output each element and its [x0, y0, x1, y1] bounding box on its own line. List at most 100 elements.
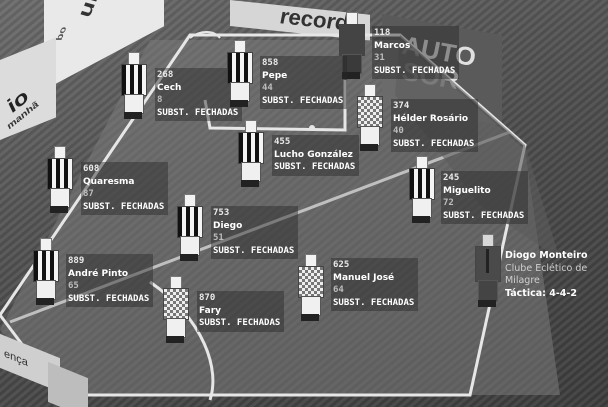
player-lucho-gonzalez[interactable] — [237, 120, 264, 190]
player-cech[interactable] — [120, 52, 147, 122]
manager-shoes — [478, 300, 496, 307]
player-status: SUBST. FECHADAS — [443, 210, 525, 221]
player-pepe[interactable] — [226, 40, 253, 110]
player-name: Hélder Rosário — [393, 113, 469, 124]
player-number: 245 — [443, 173, 460, 183]
pitch-side-shade — [395, 35, 560, 260]
player-info-diego: 753 Diego 51 SUBST. FECHADAS — [211, 206, 299, 259]
player-marcos[interactable] — [338, 12, 365, 82]
player-name: Manuel José — [333, 272, 395, 283]
player-number: 608 — [83, 164, 100, 174]
goal-arc — [189, 31, 221, 39]
player-name: Marcos — [374, 40, 411, 51]
player-boots — [412, 216, 430, 223]
player-name: Fary — [199, 305, 221, 316]
player-status: SUBST. FECHADAS — [83, 201, 165, 212]
player-manuel-jose[interactable] — [297, 254, 324, 324]
player-shirt — [409, 168, 435, 200]
penalty-spot — [309, 125, 315, 131]
player-miguelito[interactable] — [408, 156, 435, 226]
player-shirt — [33, 250, 59, 282]
player-name: Lucho González — [274, 149, 353, 160]
player-value: 40 — [393, 126, 404, 136]
player-info-marcos: 118 Marcos 31 SUBST. FECHADAS — [372, 26, 460, 79]
player-shorts — [412, 198, 432, 218]
player-boots — [342, 72, 360, 79]
player-name: Miguelito — [443, 185, 491, 196]
manager-trousers — [478, 280, 498, 302]
player-shorts — [180, 236, 200, 256]
player-name: Pepe — [262, 70, 288, 81]
player-status: SUBST. FECHADAS — [157, 107, 239, 118]
player-shirt — [238, 132, 264, 164]
player-info-lucho-gonzalez: 455 Lucho González SUBST. FECHADAS — [272, 135, 360, 176]
player-number: 858 — [262, 58, 279, 68]
player-andre-pinto[interactable] — [32, 238, 59, 308]
player-status: SUBST. FECHADAS — [274, 162, 356, 172]
player-shorts — [230, 82, 250, 102]
manager-figure[interactable] — [474, 234, 501, 307]
player-boots — [124, 112, 142, 119]
player-fary[interactable] — [162, 276, 189, 346]
player-boots — [36, 298, 54, 305]
player-shorts — [360, 126, 380, 146]
player-diego[interactable] — [176, 194, 203, 264]
manager-tactic: Táctica: 4-4-2 — [505, 287, 577, 299]
player-status: SUBST. FECHADAS — [333, 297, 415, 308]
player-status: SUBST. FECHADAS — [393, 138, 475, 149]
player-boots — [230, 100, 248, 107]
player-name: André Pinto — [68, 268, 129, 279]
player-info-miguelito: 245 Miguelito 72 SUBST. FECHADAS — [441, 171, 529, 224]
penalty-area-line — [203, 80, 347, 132]
player-number: 118 — [374, 28, 391, 38]
player-value: 44 — [262, 83, 273, 93]
player-value: 65 — [68, 281, 79, 291]
player-info-cech: 268 Cech 8 SUBST. FECHADAS — [155, 68, 243, 121]
player-value: 64 — [333, 285, 344, 295]
manager-info: Diogo Monteiro Clube Eclético de Milagre… — [505, 250, 605, 300]
player-status: SUBST. FECHADAS — [262, 95, 344, 106]
player-shirt — [339, 24, 365, 56]
player-status: SUBST. FECHADAS — [199, 318, 281, 328]
player-info-quaresma: 608 Quaresma 87 SUBST. FECHADAS — [81, 162, 169, 215]
player-shorts — [124, 94, 144, 114]
player-shorts — [50, 188, 70, 208]
player-boots — [166, 336, 184, 343]
player-info-pepe: 858 Pepe 44 SUBST. FECHADAS — [260, 56, 348, 109]
player-boots — [241, 180, 259, 187]
player-boots — [180, 254, 198, 261]
player-number: 268 — [157, 70, 174, 80]
player-name: Diego — [213, 220, 243, 231]
player-info-helder-rosario: 374 Hélder Rosário 40 SUBST. FECHADAS — [391, 99, 479, 152]
player-number: 753 — [213, 208, 230, 218]
manager-suit — [475, 246, 501, 282]
player-value: 72 — [443, 198, 454, 208]
player-shirt — [298, 266, 324, 298]
manager-club: Clube Eclético de Milagre — [505, 262, 588, 287]
player-number: 455 — [274, 137, 291, 147]
player-value: 87 — [83, 189, 94, 199]
player-status: SUBST. FECHADAS — [374, 65, 456, 76]
player-status: SUBST. FECHADAS — [213, 245, 295, 256]
player-value: 8 — [157, 95, 163, 105]
player-boots — [50, 206, 68, 213]
player-value: 51 — [213, 233, 224, 243]
player-status: SUBST. FECHADAS — [68, 293, 150, 304]
player-number: 870 — [199, 293, 216, 303]
player-info-fary: 870 Fary SUBST. FECHADAS — [197, 291, 285, 332]
player-number: 889 — [68, 256, 85, 266]
player-shirt — [227, 52, 253, 84]
player-shirt — [163, 288, 189, 320]
player-helder-rosario[interactable] — [356, 84, 383, 154]
player-value: 31 — [374, 53, 385, 63]
player-number: 374 — [393, 101, 410, 111]
player-boots — [360, 144, 378, 151]
player-shirt — [177, 206, 203, 238]
player-number: 625 — [333, 260, 350, 270]
player-shirt — [47, 158, 73, 190]
player-quaresma[interactable] — [46, 146, 73, 216]
player-shirt — [357, 96, 383, 128]
player-name: Quaresma — [83, 176, 135, 187]
